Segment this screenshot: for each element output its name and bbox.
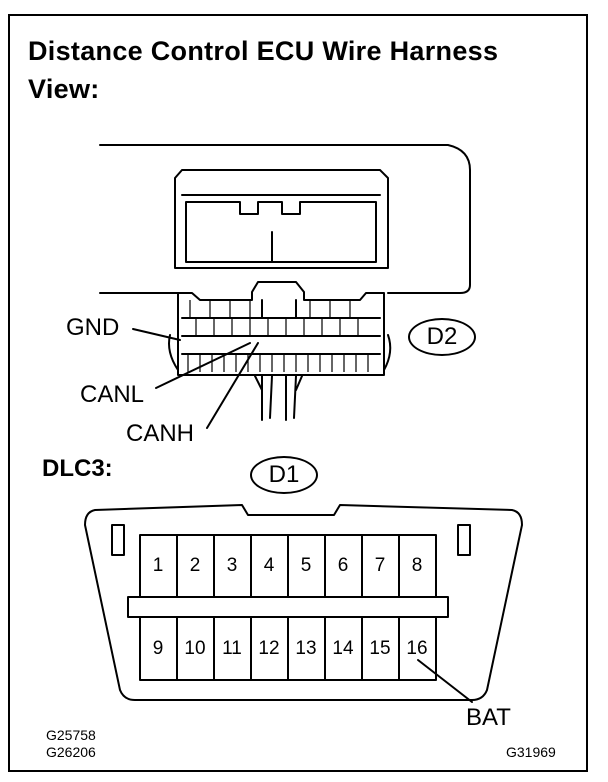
dlc3-label: DLC3: — [42, 455, 113, 482]
pin-13: 13 — [295, 638, 317, 659]
diagram-title: Distance Control ECU Wire Harness — [28, 36, 499, 66]
bat-label: BAT — [466, 704, 511, 731]
pin-4: 4 — [263, 555, 275, 576]
gnd-label: GND — [66, 314, 120, 341]
pin-3: 3 — [226, 555, 238, 576]
figure-code-2: G26206 — [46, 744, 96, 760]
pin-5: 5 — [300, 555, 312, 576]
canl-leader — [155, 342, 251, 389]
figure-code-3: G31969 — [506, 744, 556, 760]
bat-leader — [417, 659, 473, 703]
pin-16: 16 — [406, 638, 428, 659]
diagram-title-view: View: — [28, 74, 100, 104]
canh-leader — [206, 342, 259, 429]
pin-11: 11 — [222, 638, 242, 659]
pin-12: 12 — [258, 638, 280, 659]
pin-6: 6 — [337, 555, 349, 576]
canl-label: CANL — [80, 381, 145, 408]
pin-2: 2 — [189, 555, 201, 576]
pin-9: 9 — [152, 638, 164, 659]
connector-code-d1: D1 — [250, 456, 318, 494]
canh-label: CANH — [126, 420, 195, 447]
connector-body — [177, 281, 385, 376]
pin-1: 1 — [152, 555, 164, 576]
pin-7: 7 — [374, 555, 386, 576]
figure-frame — [8, 14, 588, 772]
pin-14: 14 — [332, 638, 354, 659]
connector-housing-inner — [185, 201, 377, 263]
pin-15: 15 — [369, 638, 391, 659]
gnd-leader — [132, 328, 181, 341]
figure-code-1: G25758 — [46, 727, 96, 743]
dlc3-outline — [84, 504, 523, 701]
harness-outline — [99, 144, 471, 294]
connector-housing-top — [174, 169, 389, 269]
wire-bundle — [261, 375, 297, 421]
pin-10: 10 — [184, 638, 206, 659]
connector-code-d2: D2 — [408, 318, 476, 356]
pin-8: 8 — [411, 555, 423, 576]
